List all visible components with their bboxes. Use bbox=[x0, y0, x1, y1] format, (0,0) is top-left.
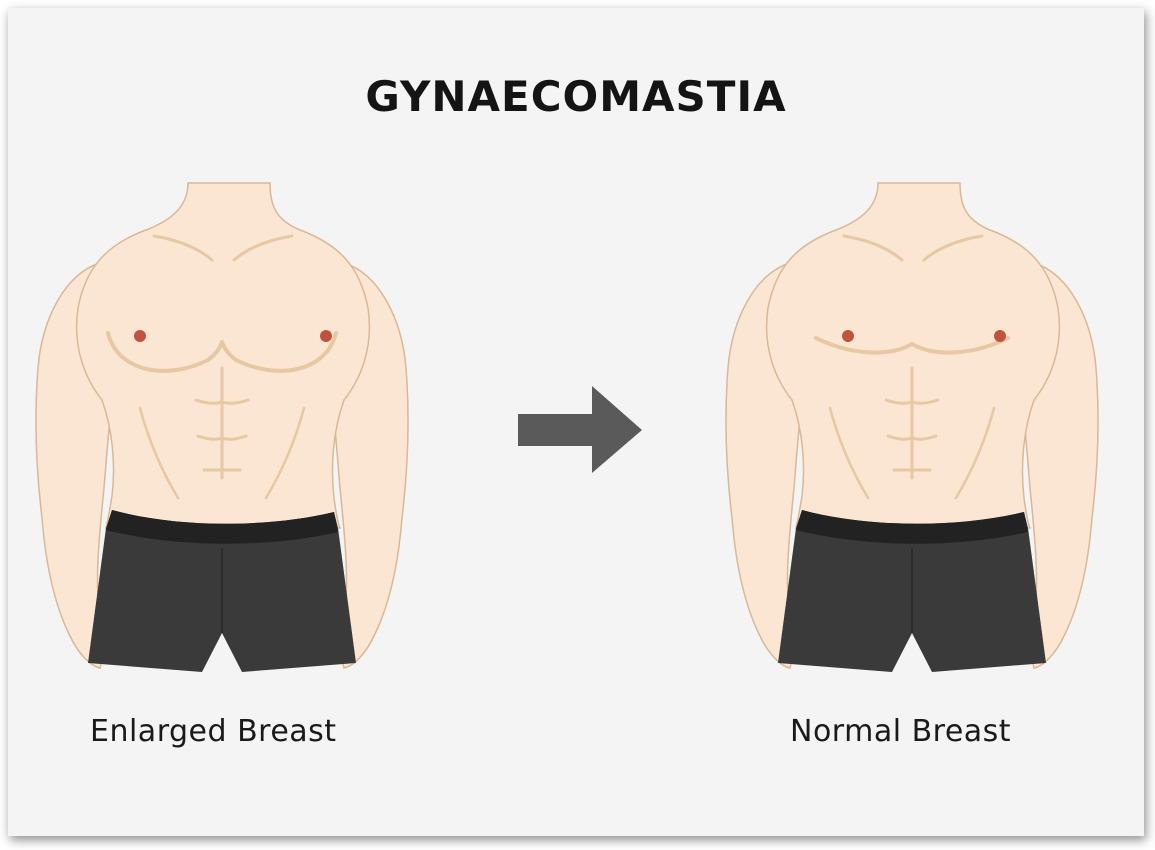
enlarged-breast-caption: Enlarged Breast bbox=[90, 714, 337, 749]
normal-breast-figure bbox=[724, 181, 1100, 674]
page-title: GYNAECOMASTIA bbox=[365, 72, 787, 121]
normal-breast-caption: Normal Breast bbox=[790, 714, 1012, 749]
right-arrow-icon bbox=[518, 386, 642, 473]
figure-card: GYNAECOMASTIA bbox=[8, 8, 1144, 836]
enlarged-breast-figure bbox=[34, 181, 410, 674]
illustration bbox=[34, 181, 1100, 674]
